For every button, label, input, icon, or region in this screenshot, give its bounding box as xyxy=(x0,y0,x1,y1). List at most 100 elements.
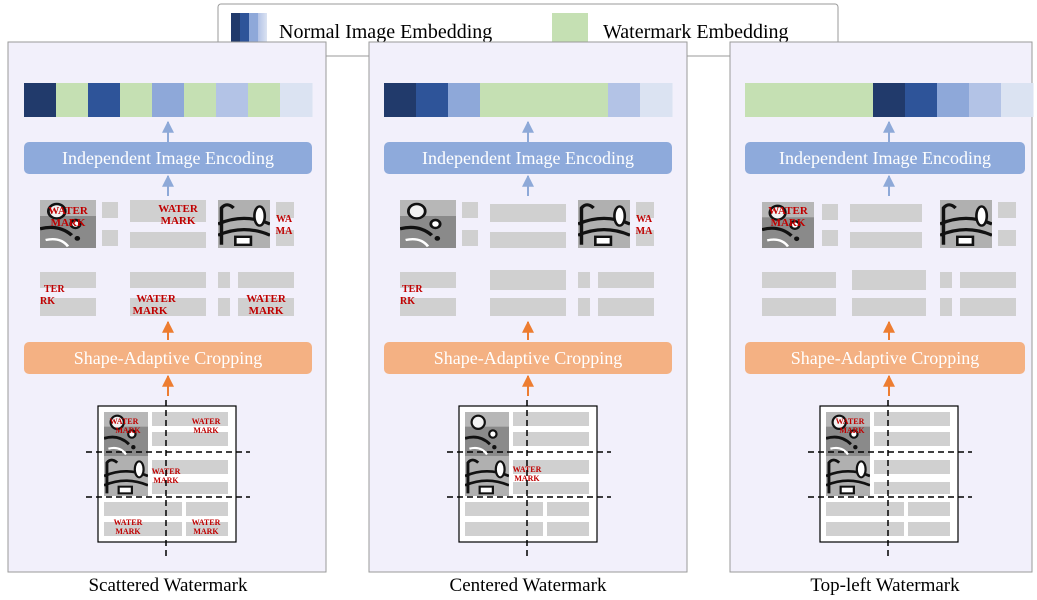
watermark-text: WA xyxy=(276,214,293,225)
watermark-embedding-cell xyxy=(544,83,577,117)
watermark-text: WATER xyxy=(136,293,177,305)
watermark-text: WATER xyxy=(836,417,865,426)
crop-tile xyxy=(218,200,270,248)
crop-tile: WA MA xyxy=(636,202,654,246)
watermark-text: WATER xyxy=(110,417,139,426)
image-embedding-cell xyxy=(608,83,641,117)
watermark-text: WATER xyxy=(158,203,199,215)
crop-tile xyxy=(462,202,478,246)
image-embedding-cell xyxy=(969,83,1002,117)
crop-tile xyxy=(490,204,566,248)
cropper-box xyxy=(24,342,312,374)
watermark-text: MARK xyxy=(193,527,219,536)
crop-tile: WATER MARK xyxy=(762,202,814,248)
legend-normal-label: Normal Image Embedding xyxy=(279,21,492,43)
watermark-text: WATER xyxy=(768,205,809,217)
crop-tile: TER RK xyxy=(40,272,96,316)
watermark-text: WATER xyxy=(246,293,287,305)
legend-watermark-label: Watermark Embedding xyxy=(603,21,789,43)
watermark-text: WATER xyxy=(513,465,542,474)
watermark-embedding-cell xyxy=(56,83,89,117)
watermark-text: MARK xyxy=(193,426,219,435)
embedding-bar xyxy=(24,83,313,117)
panel-topleft: Independent Image Encoding WATER MARK xyxy=(729,41,1034,596)
image-embedding-cell xyxy=(873,83,906,117)
watermark-text: WATER xyxy=(192,417,221,426)
watermark-embedding-cell xyxy=(777,83,810,117)
watermark-text: MARK xyxy=(514,474,540,483)
crop-tile xyxy=(998,202,1016,246)
crop-tile xyxy=(578,272,654,316)
watermark-text: RK xyxy=(400,296,415,307)
cropper-label: Shape-Adaptive Cropping xyxy=(791,348,979,368)
watermark-text: MARK xyxy=(133,305,168,317)
image-embedding-cell xyxy=(416,83,449,117)
source-image: WATER MARK xyxy=(447,400,611,560)
watermark-embedding-cell xyxy=(576,83,609,117)
image-embedding-cell xyxy=(384,83,417,117)
cropper-box xyxy=(384,342,672,374)
crop-tile: TER RK xyxy=(400,272,456,316)
image-embedding-cell xyxy=(640,83,673,117)
image-embedding-cell xyxy=(24,83,57,117)
crop-tile xyxy=(400,200,456,248)
image-embedding-cell xyxy=(937,83,970,117)
crop-tile xyxy=(852,270,926,316)
crop-tile xyxy=(822,204,838,246)
watermark-text: MARK xyxy=(51,217,86,229)
crop-tile xyxy=(102,202,118,246)
encoder-label: Independent Image Encoding xyxy=(422,148,634,168)
crop-tile xyxy=(940,200,992,248)
watermark-text: WATER xyxy=(48,205,89,217)
image-embedding-cell xyxy=(905,83,938,117)
crop-tile: WATER MARK xyxy=(218,272,294,317)
watermark-text: MARK xyxy=(115,527,141,536)
watermark-text: MARK xyxy=(839,426,865,435)
watermark-text: MA xyxy=(276,226,293,237)
watermark-text: MARK xyxy=(115,426,141,435)
embedding-bar xyxy=(384,83,673,117)
watermark-text: WA xyxy=(636,214,653,225)
watermark-text: WATER xyxy=(114,518,143,527)
panel-caption: Top-left Watermark xyxy=(810,575,960,596)
panel-caption: Centered Watermark xyxy=(450,575,607,596)
image-embedding-cell xyxy=(88,83,121,117)
panel-centered: Independent Image Encoding WA MA TER RK xyxy=(368,41,688,596)
image-embedding-cell xyxy=(280,83,313,117)
panel-caption: Scattered Watermark xyxy=(88,575,248,596)
encoder-box xyxy=(745,142,1025,174)
crop-tile: WA MA xyxy=(276,202,294,246)
watermark-embedding-cell xyxy=(841,83,874,117)
encoder-label: Independent Image Encoding xyxy=(779,148,991,168)
image-embedding-cell xyxy=(216,83,249,117)
cropper-label: Shape-Adaptive Cropping xyxy=(434,348,622,368)
embedding-bar xyxy=(745,83,1034,117)
watermark-text: MARK xyxy=(249,305,284,317)
watermark-embedding-cell xyxy=(512,83,545,117)
image-embedding-cell xyxy=(152,83,185,117)
watermark-text: WATER xyxy=(192,518,221,527)
source-image: WATER MARK xyxy=(808,400,972,560)
watermark-text: MA xyxy=(636,226,653,237)
encoder-box xyxy=(384,142,672,174)
crop-tile xyxy=(850,204,922,248)
watermark-text: MARK xyxy=(161,215,196,227)
cropper-label: Shape-Adaptive Cropping xyxy=(74,348,262,368)
watermark-text: TER xyxy=(44,284,65,295)
crop-tile: WATER MARK xyxy=(130,272,206,317)
source-image: WATER MARK WATER MARK WATER MARK WATER M… xyxy=(86,400,250,560)
crop-tile xyxy=(940,272,1016,316)
watermark-text: MARK xyxy=(771,217,806,229)
crop-tile xyxy=(578,200,630,248)
cropper-box xyxy=(745,342,1025,374)
panel-scattered: Independent Image Encoding WATER MARK WA… xyxy=(7,41,327,596)
watermark-embedding-cell xyxy=(809,83,842,117)
watermark-text: TER xyxy=(402,284,423,295)
watermark-embedding-cell xyxy=(248,83,281,117)
encoder-label: Independent Image Encoding xyxy=(62,148,274,168)
crop-tile: WATER MARK xyxy=(40,200,96,248)
watermark-embedding-cell xyxy=(745,83,778,117)
crop-tile xyxy=(490,270,566,316)
watermark-embedding-cell xyxy=(480,83,513,117)
